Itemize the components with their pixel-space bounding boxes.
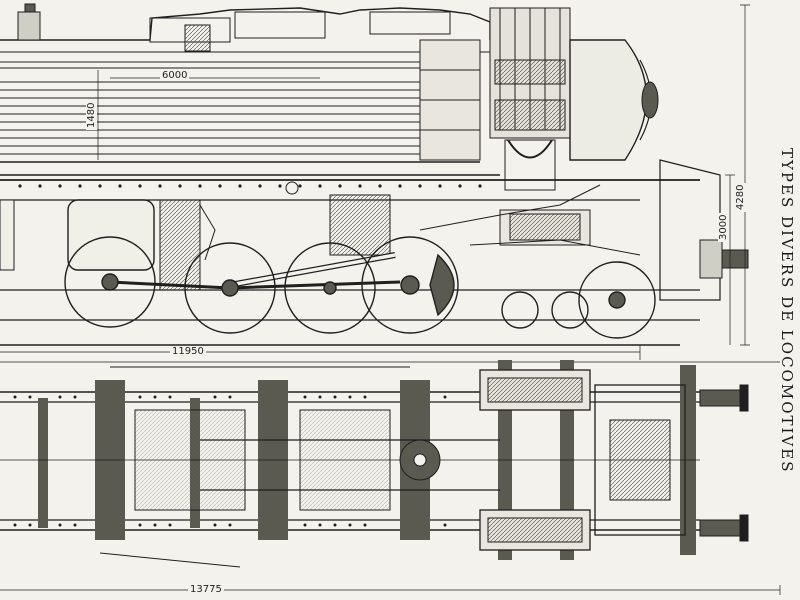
dimension-top-length: 6000: [160, 70, 190, 81]
side-elevation: [0, 3, 750, 360]
page-title: TYPES DIVERS DE LOCOMOTIVES: [778, 148, 796, 474]
dimension-total-height: 4280: [735, 182, 746, 212]
dimension-axle-height: 3000: [718, 212, 729, 242]
dimension-side-length: 11950: [170, 346, 206, 357]
dimension-plan-length: 13775: [188, 584, 224, 595]
dimension-boiler-height: 1480: [86, 100, 97, 130]
plan-view: [0, 360, 781, 595]
